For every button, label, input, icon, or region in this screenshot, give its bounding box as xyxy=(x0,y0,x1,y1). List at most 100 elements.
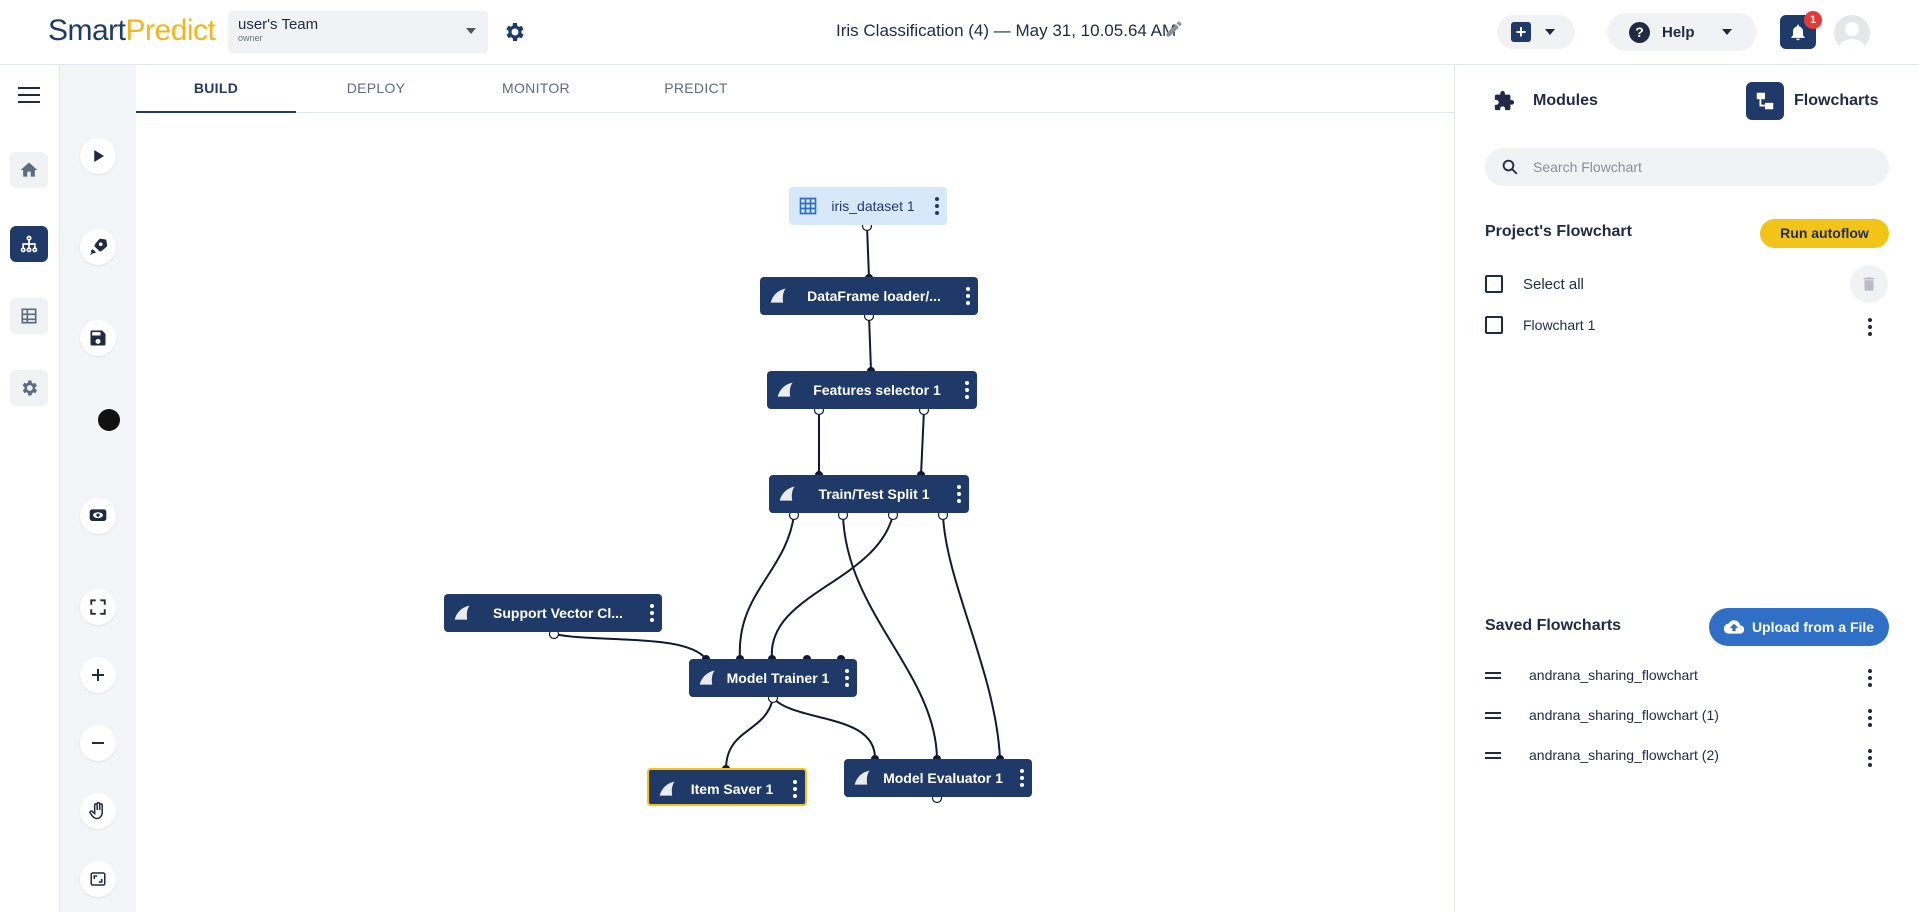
node-model-trainer[interactable]: Model Trainer 1 xyxy=(689,659,857,697)
flowchart-list-item[interactable]: Flowchart 1 xyxy=(1485,313,1595,337)
tab-monitor[interactable]: MONITOR xyxy=(502,80,570,96)
notifications-button[interactable]: 1 xyxy=(1780,11,1822,49)
zoom-in-icon[interactable] xyxy=(80,657,116,693)
edge-trainer-evaluator xyxy=(772,697,877,760)
node-support-vector-classifier[interactable]: Support Vector Cl... xyxy=(444,594,662,632)
left-navigation xyxy=(0,65,60,912)
node-features-selector[interactable]: Features selector 1 xyxy=(767,371,977,409)
drag-handle-icon[interactable] xyxy=(1485,669,1501,682)
modules-tab[interactable]: Modules xyxy=(1485,81,1598,121)
flowchart-checkbox[interactable] xyxy=(1485,316,1503,334)
project-flowchart-title: Project's Flowchart xyxy=(1485,223,1632,240)
caret-down-icon xyxy=(1722,29,1732,35)
save-floppy-icon[interactable] xyxy=(80,320,116,356)
edge-split-trainer-a xyxy=(738,514,795,660)
node-menu-kebab-icon[interactable] xyxy=(1020,769,1024,787)
module-fin-icon xyxy=(770,288,786,303)
delete-trash-icon[interactable] xyxy=(1850,265,1888,303)
saved-flowchart-menu-kebab-icon[interactable] xyxy=(1868,709,1872,727)
tab-build[interactable]: BUILD xyxy=(136,65,296,113)
preview-eye-icon[interactable] xyxy=(80,498,116,534)
drag-handle-icon[interactable] xyxy=(1485,709,1501,722)
nav-datasets-icon[interactable] xyxy=(10,298,48,334)
deploy-rocket-icon[interactable] xyxy=(80,229,116,265)
node-menu-kebab-icon[interactable] xyxy=(845,669,849,687)
run-autoflow-button[interactable]: Run autoflow xyxy=(1760,219,1889,248)
edge-trainer-saver xyxy=(725,697,774,770)
user-avatar[interactable] xyxy=(1834,15,1870,51)
flowcharts-tab[interactable]: Flowcharts xyxy=(1746,81,1878,121)
select-all-row[interactable]: Select all xyxy=(1485,272,1584,296)
question-icon: ? xyxy=(1629,22,1650,43)
nav-home-icon[interactable] xyxy=(10,152,48,188)
node-menu-kebab-icon[interactable] xyxy=(966,287,970,305)
pan-hand-icon[interactable] xyxy=(80,793,116,829)
saved-flowchart-item[interactable]: andrana_sharing_flowchart (1) xyxy=(1485,703,1719,727)
mode-tabs: BUILD DEPLOY MONITOR PREDICT xyxy=(136,65,1454,113)
module-fin-icon xyxy=(777,382,793,397)
select-all-checkbox[interactable] xyxy=(1485,275,1503,293)
edge-split-trainer-b xyxy=(770,514,894,660)
tab-predict[interactable]: PREDICT xyxy=(664,80,728,96)
edge-svc-trainer xyxy=(553,633,707,660)
saved-flowchart-menu-kebab-icon[interactable] xyxy=(1868,669,1872,687)
drag-handle-icon[interactable] xyxy=(1485,749,1501,762)
node-menu-kebab-icon[interactable] xyxy=(935,197,939,215)
team-selector[interactable]: user's Team owner xyxy=(228,11,488,53)
fit-view-icon[interactable] xyxy=(80,861,116,897)
help-button[interactable]: ? Help xyxy=(1607,13,1757,51)
edge-split-evaluator-b xyxy=(942,514,1001,760)
node-train-test-split[interactable]: Train/Test Split 1 xyxy=(769,475,969,513)
smartpredict-logo[interactable]: SmartPredict xyxy=(48,14,216,47)
zoom-out-icon[interactable] xyxy=(80,725,116,761)
node-item-saver[interactable]: Item Saver 1 xyxy=(647,768,807,806)
module-fin-icon xyxy=(699,670,715,685)
nav-flowchart-icon[interactable] xyxy=(10,226,48,262)
flowchart-search xyxy=(1485,148,1889,186)
puzzle-icon xyxy=(1485,82,1523,120)
node-menu-kebab-icon[interactable] xyxy=(965,381,969,399)
search-icon xyxy=(1502,159,1518,175)
node-dataframe-loader[interactable]: DataFrame loader/... xyxy=(760,277,978,315)
saved-flowchart-menu-kebab-icon[interactable] xyxy=(1868,749,1872,767)
run-play-icon[interactable] xyxy=(80,138,116,174)
team-name: user's Team xyxy=(238,16,319,33)
flowchart-canvas[interactable]: iris_dataset 1 DataFrame loader/... Feat… xyxy=(136,113,1454,912)
cloud-upload-icon xyxy=(1723,620,1744,634)
fullscreen-icon[interactable] xyxy=(80,589,116,625)
project-title: Iris Classification (4) — May 31, 10.05.… xyxy=(836,21,1177,40)
canvas-toolbar xyxy=(60,65,136,912)
module-fin-icon xyxy=(659,781,675,796)
module-fin-icon xyxy=(779,486,795,501)
notification-badge: 1 xyxy=(1804,11,1822,29)
toggle-switch[interactable] xyxy=(80,409,120,431)
caret-down-icon xyxy=(466,28,476,34)
search-flowchart-input[interactable] xyxy=(1533,157,1873,177)
add-new-button[interactable]: + xyxy=(1497,15,1575,49)
top-bar: SmartPredict user's Team owner Iris Clas… xyxy=(0,0,1919,65)
module-fin-icon xyxy=(454,605,470,620)
edit-pencil-icon[interactable] xyxy=(1164,19,1184,39)
nav-settings-icon[interactable] xyxy=(10,370,48,406)
edge-split-evaluator-a xyxy=(842,514,938,760)
node-menu-kebab-icon[interactable] xyxy=(650,604,654,622)
table-grid-icon xyxy=(799,197,817,215)
tab-deploy[interactable]: DEPLOY xyxy=(346,80,406,96)
bell-icon xyxy=(1791,24,1805,41)
node-iris-dataset[interactable]: iris_dataset 1 xyxy=(789,187,947,225)
saved-flowchart-item[interactable]: andrana_sharing_flowchart xyxy=(1485,663,1698,687)
node-model-evaluator[interactable]: Model Evaluator 1 xyxy=(844,759,1032,797)
team-settings-gear-icon[interactable] xyxy=(502,20,526,44)
flowchart-icon xyxy=(1746,82,1784,120)
upload-from-file-button[interactable]: Upload from a File xyxy=(1709,608,1889,646)
node-menu-kebab-icon[interactable] xyxy=(957,485,961,503)
flowchart-menu-kebab-icon[interactable] xyxy=(1868,318,1872,336)
caret-down-icon xyxy=(1545,29,1555,35)
edge-dataset-loader xyxy=(866,225,870,279)
saved-flowchart-item[interactable]: andrana_sharing_flowchart (2) xyxy=(1485,743,1719,767)
right-panel: Modules Flowcharts Project's Flowchart R… xyxy=(1454,65,1919,912)
node-menu-kebab-icon[interactable] xyxy=(793,780,797,798)
module-fin-icon xyxy=(854,770,870,785)
hamburger-menu-icon[interactable] xyxy=(18,87,40,108)
saved-flowcharts-title: Saved Flowcharts xyxy=(1485,617,1622,634)
